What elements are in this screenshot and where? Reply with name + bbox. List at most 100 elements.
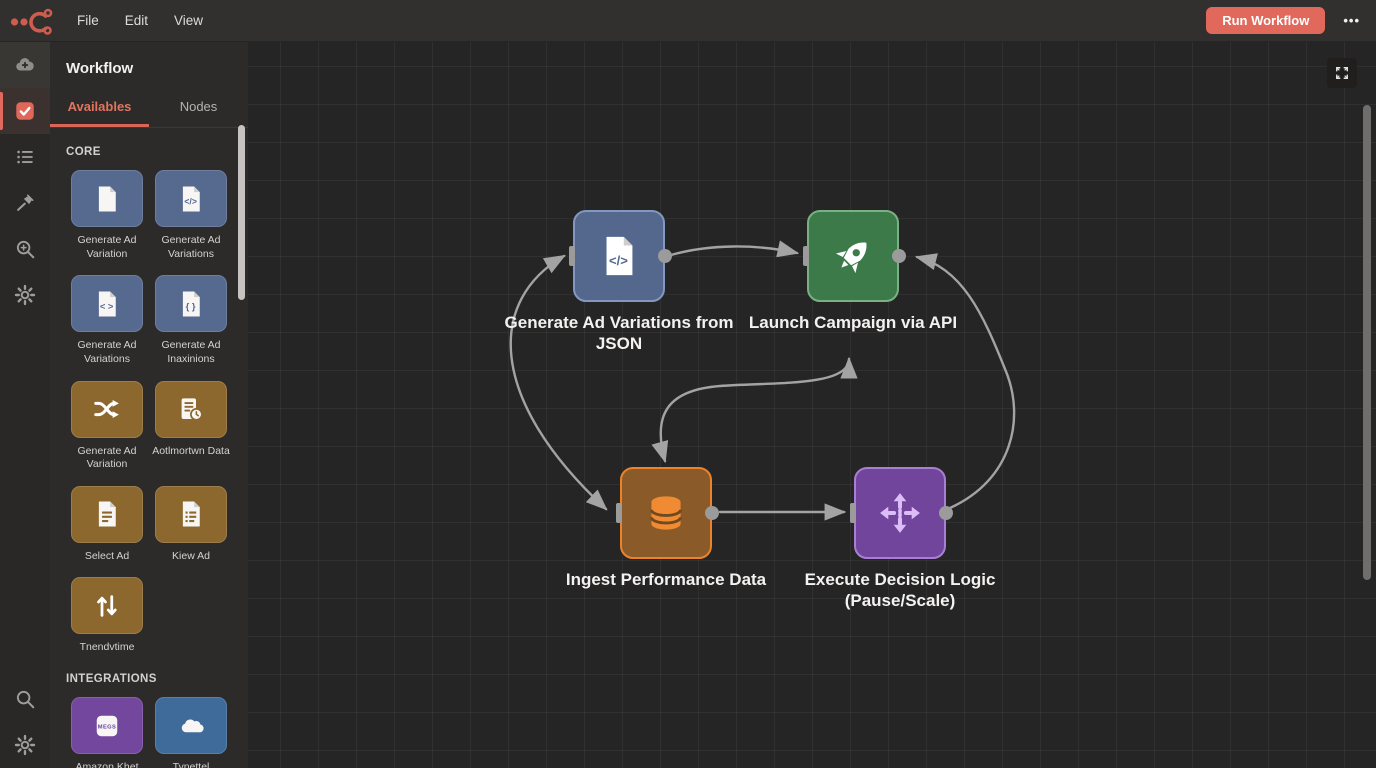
rail-item-search-bottom[interactable] xyxy=(0,676,50,722)
sidebar-title: Workflow xyxy=(66,60,134,77)
edge-layer xyxy=(509,240,1016,521)
rail-item-settings[interactable] xyxy=(0,272,50,318)
move-arrows-icon xyxy=(877,490,923,536)
node-body[interactable]: </> xyxy=(573,210,665,302)
edge-s-curve xyxy=(651,356,858,464)
palette-item: Generate Ad Variation xyxy=(66,170,148,261)
palette-tile-generate-ad-variations[interactable]: < > xyxy=(71,275,143,333)
svg-text:</>: </> xyxy=(184,196,197,206)
rocket-icon xyxy=(830,233,876,279)
palette-tile-label: Aotlmortwn Data xyxy=(152,444,230,457)
tab-availables[interactable]: Availables xyxy=(50,91,149,127)
palette-tile-tynettel[interactable] xyxy=(155,697,227,755)
node-body[interactable] xyxy=(620,467,712,559)
palette-tile-generate-ad-variations[interactable]: </> xyxy=(155,170,227,227)
input-port[interactable] xyxy=(803,246,809,266)
svg-text:< >: < > xyxy=(100,301,114,311)
input-port[interactable] xyxy=(616,503,622,523)
output-port[interactable] xyxy=(892,249,906,263)
tool-icon xyxy=(14,192,36,214)
palette-tile-label: Generate Ad Variation xyxy=(77,444,137,471)
file-code-icon: </> xyxy=(176,184,206,214)
workflow-node-launch-campaign-via-api[interactable]: Launch Campaign via API xyxy=(749,210,957,332)
node-label: Generate Ad Variations from JSON xyxy=(504,313,734,354)
workflow-node-ingest-performance-data[interactable]: Ingest Performance Data xyxy=(566,467,766,589)
output-port[interactable] xyxy=(939,506,953,520)
palette-tile-label: Tnendvtime xyxy=(79,641,135,654)
tab-nodes[interactable]: Nodes xyxy=(179,99,218,114)
input-port[interactable] xyxy=(569,246,575,266)
palette-item: Kiew Ad xyxy=(150,485,232,564)
menu-view[interactable]: View xyxy=(174,13,204,28)
node-body[interactable] xyxy=(854,467,946,559)
run-workflow-button[interactable]: Run Workflow xyxy=(1206,7,1326,34)
search-plus-icon xyxy=(14,238,36,260)
workflow-node-generate-ad-variations-from-json[interactable]: </> Generate Ad Variations from JSON xyxy=(505,210,733,353)
svg-text:{ }: { } xyxy=(186,301,196,311)
palette-tile-label: Generate Ad Inaxinions xyxy=(161,339,221,365)
output-port[interactable] xyxy=(658,249,672,263)
list-icon xyxy=(14,146,36,168)
palette-tile-label: Select Ad xyxy=(84,549,130,562)
rail-item-tools[interactable] xyxy=(0,180,50,226)
rail-item-workflows[interactable] xyxy=(0,88,50,134)
palette-tile-aotlmortwn-data[interactable] xyxy=(155,380,227,438)
rail-item-cloud[interactable] xyxy=(0,42,50,88)
section-title: CORE xyxy=(66,146,101,158)
rail-item-zoom[interactable] xyxy=(0,226,50,272)
file-list-icon xyxy=(176,499,206,529)
overflow-menu-button[interactable]: ••• xyxy=(1343,13,1360,28)
cloud-icon xyxy=(176,711,206,741)
palette-tile-label: Generate Ad Variations xyxy=(161,234,221,260)
canvas-scrollbar[interactable] xyxy=(1363,105,1371,580)
palette-item: Select Ad xyxy=(66,485,148,564)
output-port[interactable] xyxy=(705,506,719,520)
database-icon xyxy=(643,490,689,536)
gear-icon xyxy=(14,734,36,756)
palette-tile-amazon-khet[interactable]: MEGS xyxy=(71,697,143,755)
app-logo-icon xyxy=(10,8,53,35)
fit-view-button[interactable] xyxy=(1327,58,1357,88)
node-body[interactable] xyxy=(807,210,899,302)
menu-file[interactable]: File xyxy=(77,13,99,28)
node-label: Execute Decision Logic (Pause/Scale) xyxy=(804,570,996,611)
doc-clock-icon xyxy=(176,394,206,424)
tile-grid: MEGS Amazon Khet Tynettel xyxy=(66,697,236,768)
tile-grid: Generate Ad Variation </> Generate Ad Vari… xyxy=(66,170,236,669)
rail-spacer xyxy=(0,318,50,676)
gear-icon xyxy=(14,284,36,306)
palette-item: Tnendvtime xyxy=(66,577,148,655)
file-lines-icon xyxy=(92,499,122,529)
palette-tile-generate-ad-variation[interactable] xyxy=(71,170,143,227)
cloud-upload-icon xyxy=(14,54,36,76)
palette-item: < > Generate Ad Variations xyxy=(66,275,148,366)
menu-edit[interactable]: Edit xyxy=(124,13,149,28)
edge-json-to-launch xyxy=(669,240,800,258)
shuffle-icon xyxy=(92,394,122,424)
workflow-node-execute-decision-logic[interactable]: Execute Decision Logic (Pause/Scale) xyxy=(805,467,995,610)
palette-item: </> Generate Ad Variations xyxy=(150,170,232,261)
palette-item: Tynettel xyxy=(150,697,232,768)
palette-tile-generate-ad-inaxinions[interactable]: { } xyxy=(155,275,227,333)
node-label: Launch Campaign via API xyxy=(748,313,958,332)
section-title: INTEGRATIONS xyxy=(66,673,157,686)
input-port[interactable] xyxy=(850,503,856,523)
palette-tile-label: Generate Ad Variation xyxy=(77,234,137,260)
palette-tile-label: Amazon Khet xyxy=(75,761,139,768)
rail-item-list[interactable] xyxy=(0,134,50,180)
icon-rail xyxy=(0,42,50,768)
palette-item: MEGS Amazon Khet xyxy=(66,697,148,768)
file-braces-icon: { } xyxy=(176,289,206,319)
palette-tile-kiew-ad[interactable] xyxy=(155,485,227,543)
workflow-canvas[interactable]: </> Generate Ad Variations from JSON Launc… xyxy=(248,42,1376,768)
palette-item: Aotlmortwn Data xyxy=(150,380,232,472)
palette-tile-tnendvtime[interactable] xyxy=(71,577,143,635)
sidebar-scrollbar[interactable] xyxy=(238,125,245,300)
rail-item-settings-bottom[interactable] xyxy=(0,722,50,768)
palette-tile-generate-ad-variation[interactable] xyxy=(71,380,143,438)
fit-screen-icon xyxy=(1336,67,1348,79)
checkbox-icon xyxy=(14,100,36,122)
palette-tile-label: Generate Ad Variations xyxy=(77,339,137,365)
palette-tile-select-ad[interactable] xyxy=(71,485,143,543)
